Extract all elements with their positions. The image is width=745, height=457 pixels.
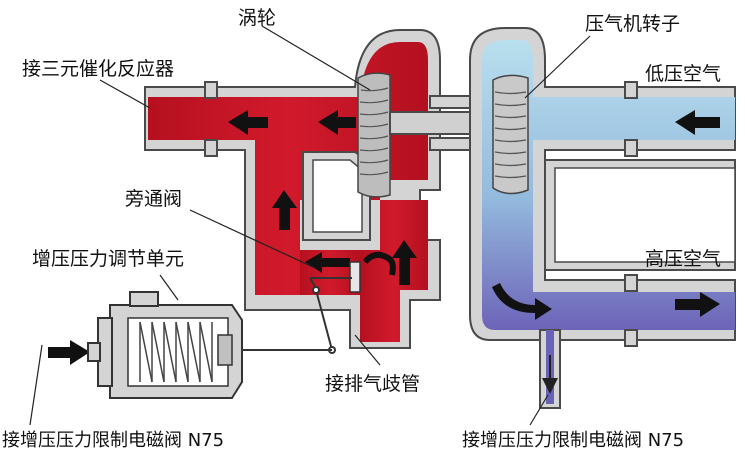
label-solenoid-right: 接增压压力限制电磁阀 N75 — [462, 430, 684, 451]
flow-arrows — [48, 110, 720, 365]
label-turbine: 涡轮 — [238, 7, 276, 29]
label-boost-unit: 增压压力调节单元 — [32, 248, 184, 270]
n75-port-right — [539, 329, 561, 409]
label-high-pressure-air: 高压空气 — [645, 248, 721, 270]
compressor-housing — [469, 27, 736, 341]
exhaust-housing — [144, 29, 441, 349]
intake-flanges — [624, 81, 638, 347]
label-solenoid-left: 接增压压力限制电磁阀 N75 — [2, 430, 224, 451]
turbo-shaft — [389, 95, 491, 151]
turbine-wheel — [357, 72, 391, 198]
label-catalyst: 接三元催化反应器 — [22, 58, 174, 80]
boost-control-unit — [87, 291, 243, 399]
compressor-wheel — [492, 74, 529, 195]
label-bypass-valve: 旁通阀 — [125, 188, 182, 210]
exhaust-swirl — [362, 251, 396, 276]
leader-lines — [29, 25, 591, 426]
label-exhaust-manifold: 接排气歧管 — [325, 373, 420, 395]
label-low-pressure-air: 低压空气 — [645, 63, 721, 85]
label-compressor-rotor: 压气机转子 — [585, 13, 680, 35]
